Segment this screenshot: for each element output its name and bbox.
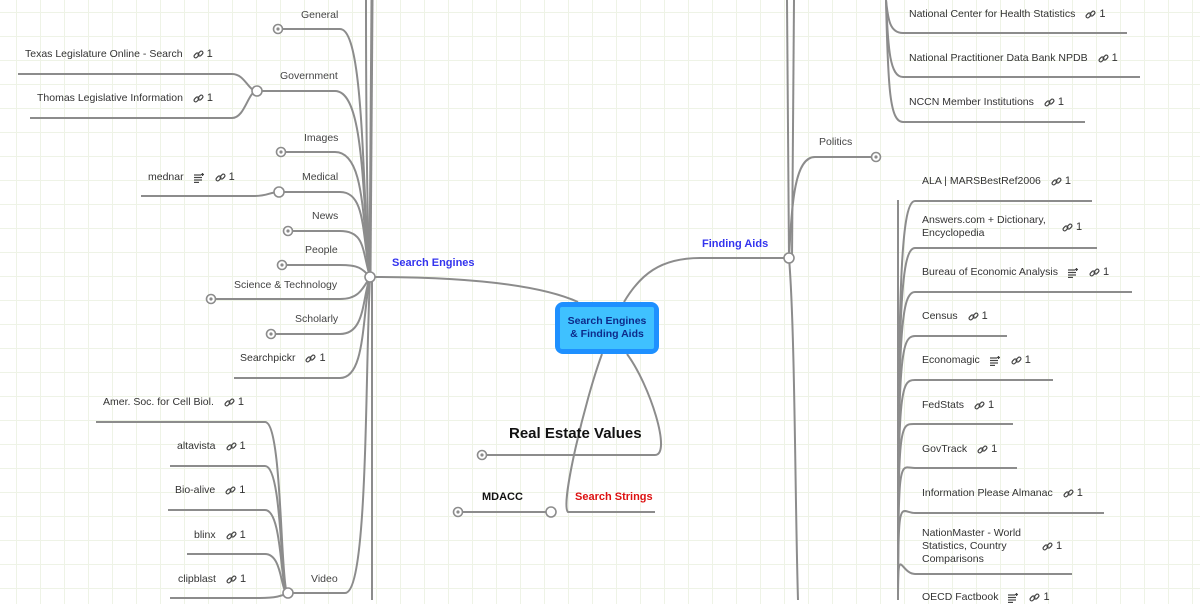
government-node xyxy=(251,85,263,97)
topic-oecd-factbook[interactable]: OECD Factbook 1 xyxy=(922,591,1050,603)
link-icon[interactable] xyxy=(226,574,237,585)
topic-economagic[interactable]: Economagic 1 xyxy=(922,354,1031,366)
note-icon[interactable] xyxy=(1068,267,1079,278)
link-icon[interactable] xyxy=(305,353,316,364)
topic-bio-alive[interactable]: Bio-alive 1 xyxy=(175,484,246,496)
link-icon[interactable] xyxy=(1051,176,1062,187)
link-icon[interactable] xyxy=(1011,355,1022,366)
topic-census[interactable]: Census 1 xyxy=(922,310,988,322)
topic-medical[interactable]: Medical xyxy=(302,171,339,183)
central-topic[interactable]: Search Engines& Finding Aids xyxy=(555,302,659,354)
link-icon[interactable] xyxy=(1042,541,1053,552)
link-icon[interactable] xyxy=(1044,97,1055,108)
link-icon[interactable] xyxy=(225,485,236,496)
topic-ala-marsbestref[interactable]: ALA | MARSBestRef2006 1 xyxy=(922,175,1071,187)
topic-info-please-almanac[interactable]: Information Please Almanac 1 xyxy=(922,487,1083,499)
note-icon[interactable] xyxy=(193,172,205,183)
topic-nccn[interactable]: NCCN Member Institutions 1 xyxy=(909,96,1064,108)
link-icon[interactable] xyxy=(225,441,237,452)
topic-blinx[interactable]: blinx 1 xyxy=(194,529,246,541)
topic-fedstats[interactable]: FedStats 1 xyxy=(922,399,995,411)
link-icon[interactable] xyxy=(224,397,235,408)
topic-clipblast[interactable]: clipblast 1 xyxy=(178,573,247,585)
link-icon[interactable] xyxy=(215,172,226,183)
branch-real-estate-values[interactable]: Real Estate Values xyxy=(509,425,642,442)
topic-thomas-legislative[interactable]: Thomas Legislative Information 1 xyxy=(37,92,214,104)
link-icon[interactable] xyxy=(977,444,988,455)
topic-searchpickr[interactable]: Searchpickr 1 xyxy=(240,352,326,364)
note-icon[interactable] xyxy=(1008,592,1019,603)
topic-government[interactable]: Government xyxy=(280,70,338,82)
link-icon[interactable] xyxy=(1062,222,1073,233)
branch-search-engines[interactable]: Search Engines xyxy=(392,257,475,269)
link-icon[interactable] xyxy=(968,311,979,322)
topic-images[interactable]: Images xyxy=(304,132,339,144)
link-icon[interactable] xyxy=(226,530,237,541)
topic-texas-legislature[interactable]: Texas Legislature Online - Search 1 xyxy=(25,48,213,60)
topic-video[interactable]: Video xyxy=(311,573,338,585)
topic-mdacc[interactable]: MDACC xyxy=(482,491,523,503)
link-icon[interactable] xyxy=(1098,53,1109,64)
topic-bea[interactable]: Bureau of Economic Analysis 1 xyxy=(922,266,1110,278)
link-icon[interactable] xyxy=(1085,9,1096,20)
link-icon[interactable] xyxy=(1089,267,1100,278)
central-topic-label: Search Engines& Finding Aids xyxy=(560,307,654,349)
topic-npdb[interactable]: National Practitioner Data Bank NPDB 1 xyxy=(909,52,1118,64)
topic-politics[interactable]: Politics xyxy=(819,136,853,148)
topic-general[interactable]: General xyxy=(301,9,339,21)
link-icon[interactable] xyxy=(974,400,985,411)
finding-aids-node xyxy=(783,252,795,264)
search-engines-node xyxy=(364,271,376,283)
topic-people[interactable]: People xyxy=(305,244,338,256)
branch-search-strings[interactable]: Search Strings xyxy=(575,491,653,503)
topic-govtrack[interactable]: GovTrack 1 xyxy=(922,443,998,455)
link-icon[interactable] xyxy=(1063,488,1074,499)
link-icon[interactable] xyxy=(193,93,204,104)
topic-nchs[interactable]: National Center for Health Statistics 1 xyxy=(909,8,1106,20)
topic-mednar[interactable]: mednar 1 xyxy=(148,171,235,183)
topic-science-technology[interactable]: Science & Technology xyxy=(234,279,338,291)
topic-altavista[interactable]: altavista 1 xyxy=(177,440,246,452)
branch-finding-aids[interactable]: Finding Aids xyxy=(702,238,769,250)
note-icon[interactable] xyxy=(989,355,1001,366)
link-icon[interactable] xyxy=(193,49,204,60)
topic-news[interactable]: News xyxy=(312,210,339,222)
topic-scholarly[interactable]: Scholarly xyxy=(295,313,339,325)
topic-answers-com[interactable]: Answers.com + Dictionary, Encyclopedia 1 xyxy=(922,214,1083,239)
link-icon[interactable] xyxy=(1029,592,1040,603)
topic-nationmaster[interactable]: NationMaster - World Statistics, Country… xyxy=(922,527,1063,565)
topic-amer-soc-cell-biol[interactable]: Amer. Soc. for Cell Biol. 1 xyxy=(103,396,244,408)
